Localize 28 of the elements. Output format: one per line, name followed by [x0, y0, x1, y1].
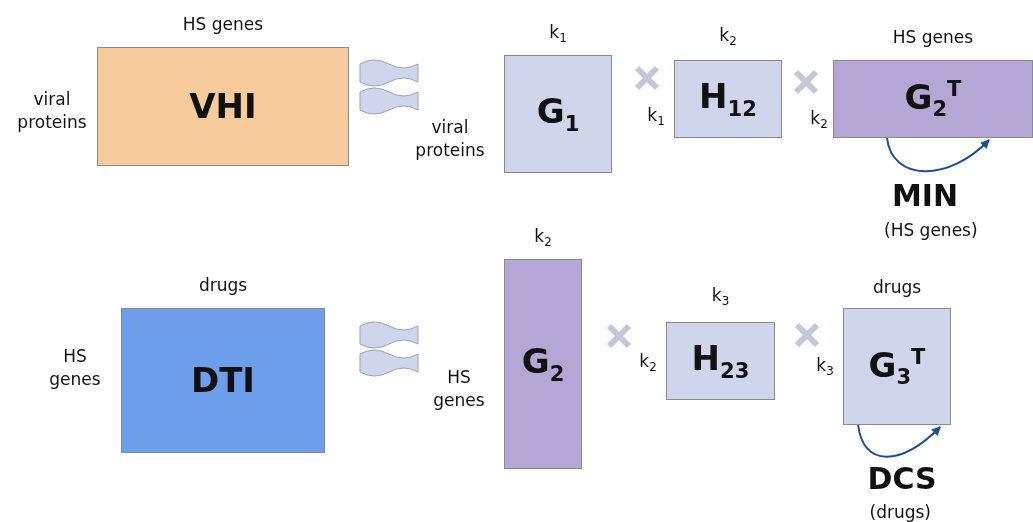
- dimension-label: HS genes: [891, 27, 975, 47]
- network-note: (HS genes): [884, 220, 978, 240]
- matrix-name: H$_{23}$: [690, 340, 751, 382]
- curved-arrow: [857, 424, 942, 458]
- dimension-label: HS genes: [181, 14, 265, 34]
- network-name: DCS: [867, 461, 937, 496]
- dimension-label: drugs: [871, 277, 923, 297]
- matrix-name: VHI: [188, 87, 258, 126]
- matrix-name: G$_{1}$: [535, 93, 581, 135]
- dimension-label: k$_{2}$: [638, 350, 658, 375]
- dimension-label: HS genes: [48, 345, 102, 391]
- curved-arrow: [886, 137, 990, 173]
- dimension-label: k$_{2}$: [809, 107, 829, 132]
- matrix-name: G$_{2}$: [520, 343, 566, 385]
- network-note: (drugs): [869, 502, 931, 522]
- network-name: MIN: [892, 178, 959, 213]
- dimension-label: k$_{2}$: [718, 25, 738, 48]
- matrix-name: H$_{12}$: [698, 78, 758, 120]
- dimension-label: viral proteins: [16, 88, 88, 134]
- dimension-label: k$_{1}$: [548, 22, 568, 45]
- dimension-label: k$_{3}$: [710, 285, 731, 308]
- dimension-label: k$_{3}$: [815, 354, 835, 379]
- dimension-label: HS genes: [432, 366, 486, 412]
- dimension-label: k$_{1}$: [646, 104, 666, 129]
- dimension-label: viral proteins: [414, 116, 486, 162]
- matrix-name: DTI: [189, 361, 257, 400]
- dimension-label: drugs: [197, 275, 249, 295]
- dimension-label: k$_{2}$: [533, 226, 553, 249]
